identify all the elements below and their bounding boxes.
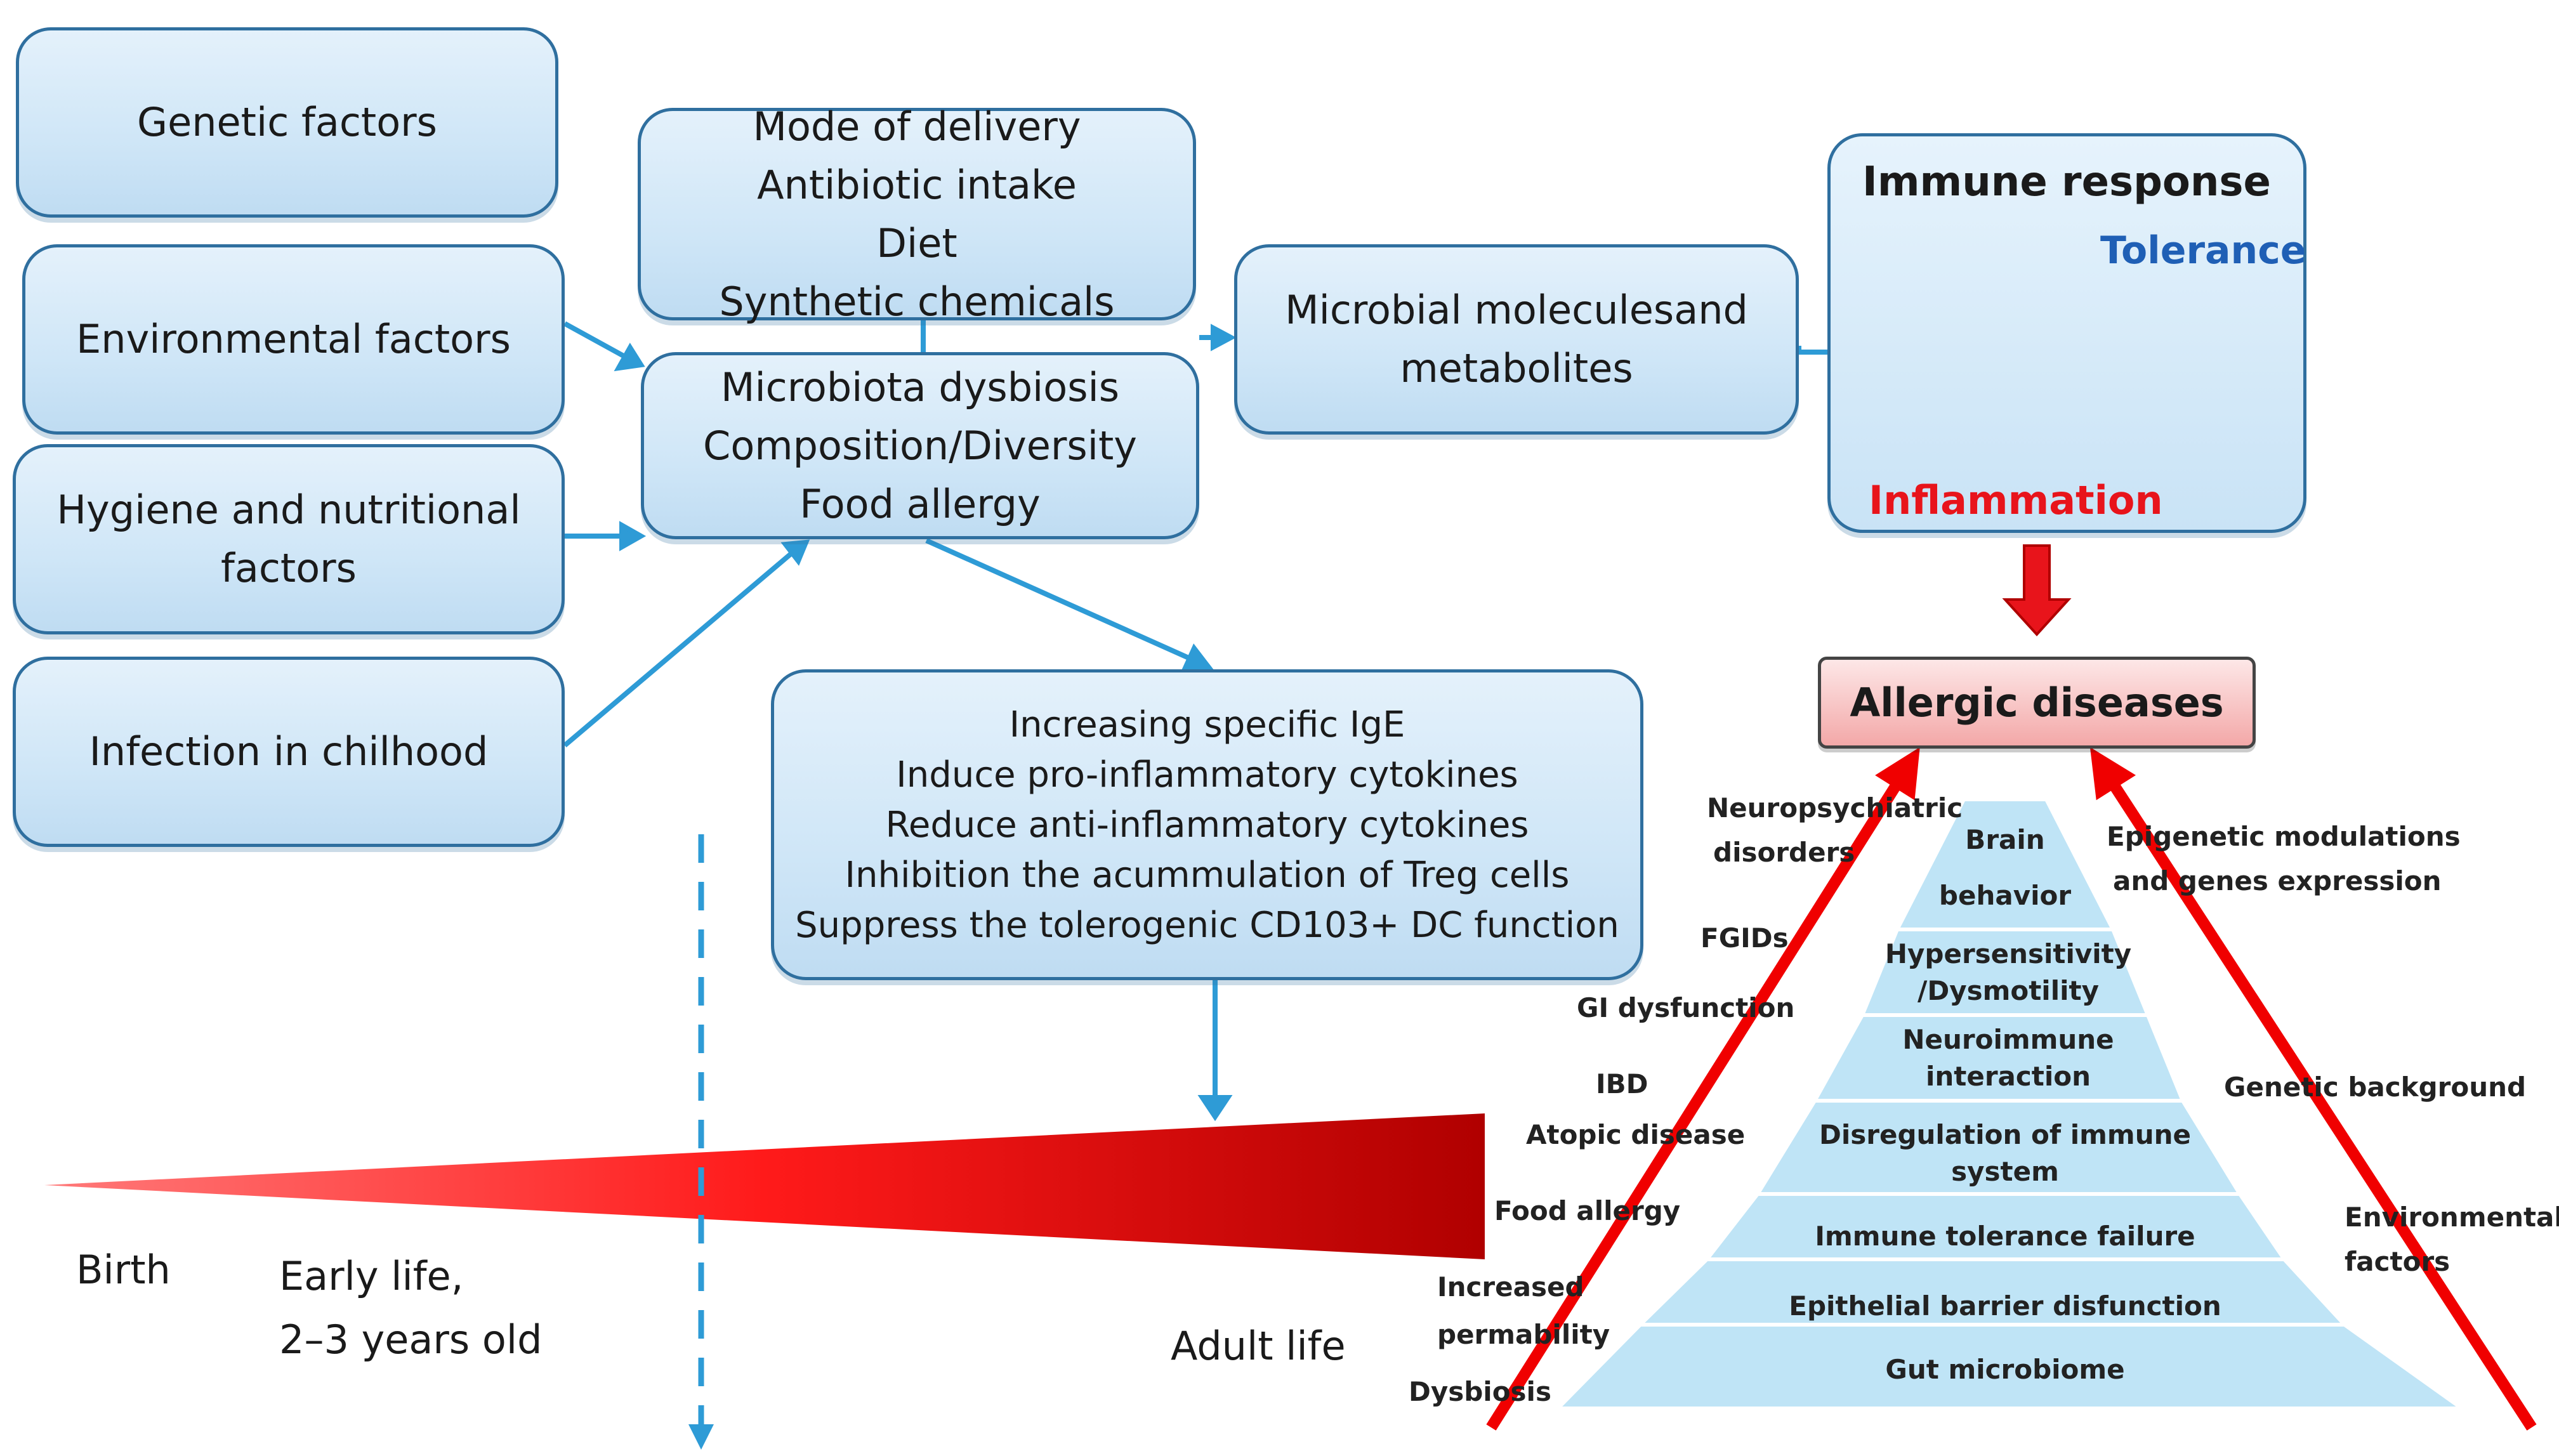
delivery-box: Mode of delivery Antibiotic intake Diet … (638, 103, 1196, 325)
left-label-increased: Increased (1437, 1271, 1584, 1302)
effects-box: Increasing specific IgE Induce pro-infla… (771, 669, 1643, 980)
allergic-diseases-box: Allergic diseases (1818, 657, 2256, 749)
inflammation-label: Inflammation (1869, 477, 2163, 523)
hygiene-line-2: factors (221, 545, 357, 591)
birth-label: Birth (76, 1247, 171, 1293)
effect-line-1: Increasing specific IgE (1009, 704, 1405, 745)
left-label-atopic-disease: Atopic disease (1526, 1119, 1746, 1150)
environmental-factors-label: Environmental factors (76, 316, 511, 362)
pyramid (1553, 797, 2468, 1410)
pyramid-level-2: Hypersensitivity /Dysmotility (1885, 938, 2132, 1006)
pyramid-level-4: Disregulation of immune system (1819, 1119, 2191, 1187)
hygiene-line-1: Hygiene and nutritional (56, 487, 521, 533)
infection-label: Infection in chilhood (89, 728, 489, 775)
dysbiosis-line-3: Food allergy (799, 480, 1041, 527)
pyramid-red-arrows (1486, 747, 2537, 1431)
right-label-genetic-background: Genetic background (2224, 1072, 2527, 1103)
microbial-line-1: Microbial moleculesand (1285, 287, 1748, 333)
effect-line-3: Reduce anti-inflammatory cytokines (885, 804, 1529, 846)
pyramid-level-3: Neuroimmune interaction (1902, 1024, 2114, 1092)
effect-line-4: Inhibition the acummulation of Treg cell… (845, 854, 1570, 896)
allergic-diseases-label: Allergic diseases (1850, 679, 2224, 726)
microbial-molecules-box: Microbial moleculesand metabolites (1234, 244, 1799, 435)
left-label-food-allergy: Food allergy (1494, 1195, 1681, 1226)
arrow-to-allergic (2002, 544, 2072, 636)
genetic-factors-box: Genetic factors (16, 27, 558, 218)
left-label-ibd: IBD (1596, 1068, 1648, 1099)
left-label-fgids: FGIDs (1701, 922, 1789, 954)
dysbiosis-box: Microbiota dysbiosis Composition/Diversi… (641, 352, 1199, 539)
pyramid-level-1: Brain behavior (1938, 824, 2072, 911)
immune-response-title: Immune response (1862, 159, 2271, 206)
right-label-genes-expression: and genes expression (2113, 865, 2442, 896)
pyramid-level-7: Gut microbiome (1885, 1354, 2125, 1385)
tolerance-label: Tolerance (2100, 228, 2306, 273)
infection-box: Infection in chilhood (13, 657, 565, 847)
effect-line-5: Suppress the tolerogenic CD103+ DC funct… (795, 904, 1619, 946)
dashed-arrowhead (688, 1424, 714, 1450)
delivery-line-1: Mode of delivery (753, 103, 1081, 150)
pyramid-level-5: Immune tolerance failure (1815, 1221, 2195, 1252)
factor-arrows (563, 320, 1834, 1122)
genetic-factors-label: Genetic factors (137, 99, 437, 145)
microbial-line-2: metabolites (1400, 345, 1633, 391)
right-label-factors: factors (2345, 1246, 2450, 1277)
adult-life-label: Adult life (1171, 1323, 1346, 1369)
left-label-permability: permability (1437, 1319, 1610, 1350)
right-label-epigenetic: Epigenetic modulations (2107, 821, 2461, 852)
time-wedge (44, 1113, 1485, 1259)
delivery-line-3: Diet (876, 220, 957, 266)
left-label-gi-dysfunction: GI dysfunction (1577, 992, 1795, 1023)
left-label-disorders: disorders (1713, 837, 1855, 868)
pyramid-level-6: Epithelial barrier disfunction (1789, 1290, 2221, 1322)
immune-response-box (1827, 133, 2306, 533)
delivery-line-4: Synthetic chemicals (719, 278, 1115, 325)
left-label-neuropsychiatric: Neuropsychiatric (1707, 792, 1963, 823)
delivery-line-2: Antibiotic intake (757, 161, 1077, 208)
hygiene-factors-box: Hygiene and nutritional factors (13, 444, 565, 634)
early-life-label-2: 2–3 years old (279, 1316, 543, 1363)
dysbiosis-line-2: Composition/Diversity (703, 422, 1137, 469)
dysbiosis-line-1: Microbiota dysbiosis (720, 364, 1120, 410)
early-life-label-1: Early life, (279, 1253, 464, 1299)
effect-line-2: Induce pro-inflammatory cytokines (896, 754, 1518, 796)
environmental-factors-box: Environmental factors (22, 244, 565, 435)
right-label-environmental: Environmental (2345, 1202, 2559, 1233)
left-label-dysbiosis: Dysbiosis (1409, 1376, 1551, 1407)
